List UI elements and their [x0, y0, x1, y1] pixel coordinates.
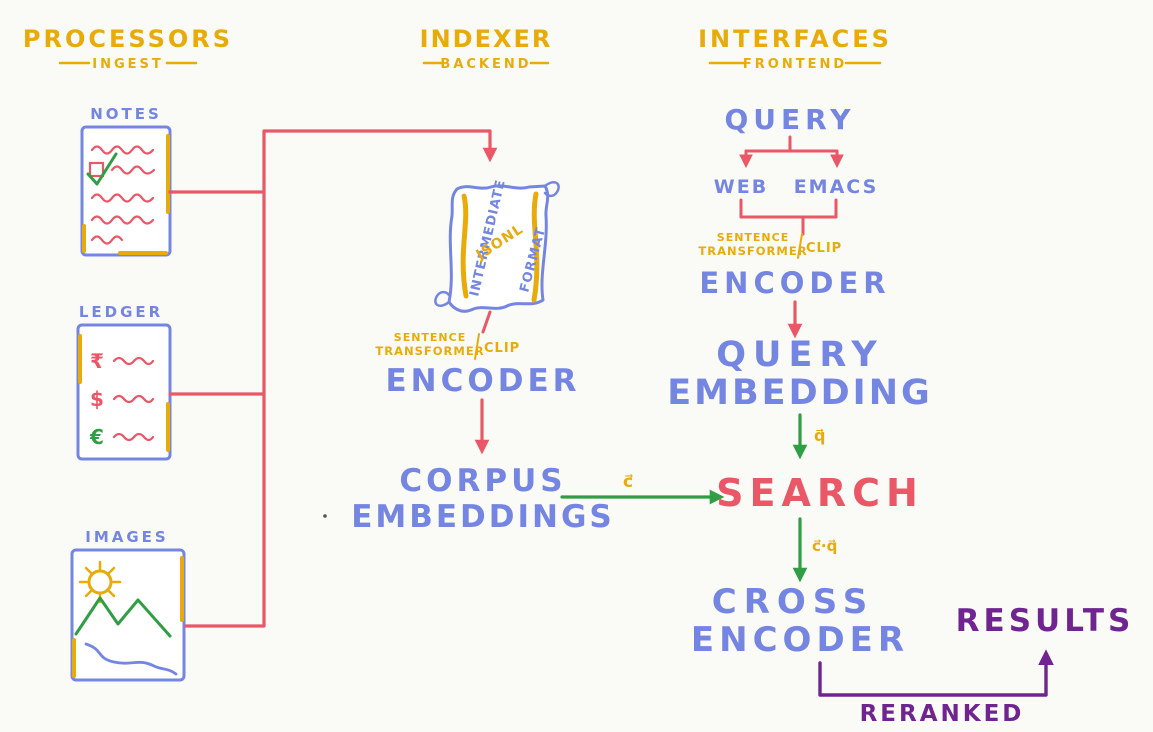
ledger-scribble-line	[112, 432, 155, 442]
jsonl-scroll: INTERMEDIATE JSONL FORMAT	[434, 178, 560, 313]
rupee-icon: ₹	[90, 349, 104, 373]
scroll-yellow-band-left	[460, 193, 469, 299]
ledger-scribble-line	[112, 356, 155, 366]
indexer-subtitle: BACKEND	[440, 57, 531, 72]
note-scribble-line	[90, 235, 124, 245]
interfaces-model-clip: CLIP	[806, 241, 842, 256]
note-scribble-line	[90, 193, 155, 203]
interfaces-pipeline: QUERY WEB EMACS SENTENCE TRANSFORMER CLI…	[667, 103, 1135, 727]
cross-encoder-line2: ENCODER	[691, 620, 909, 660]
indexer-model-sentence: SENTENCE	[394, 331, 466, 344]
ledger-label: LEDGER	[79, 303, 163, 321]
scroll-yellow-band-right	[531, 191, 540, 303]
corpus-label-line2: EMBEDDINGS	[351, 499, 615, 535]
indexer-model-clip: CLIP	[484, 341, 520, 356]
dot-product-label: c⃗·q⃗	[812, 537, 837, 555]
ledger-page	[76, 323, 172, 461]
images-label: IMAGES	[85, 528, 168, 546]
dollar-icon: $	[90, 387, 104, 411]
ledger-document: LEDGER ₹ $ €	[76, 303, 172, 461]
interfaces-model-sentence: SENTENCE	[717, 231, 789, 244]
indexer-model-separator	[474, 333, 480, 360]
search-label: SEARCH	[716, 471, 924, 515]
scroll-curl-top	[543, 181, 560, 198]
mountains-icon	[74, 596, 172, 638]
sun-rays	[78, 560, 122, 604]
results-label: RESULTS	[956, 603, 1135, 639]
images-document: IMAGES	[70, 528, 186, 682]
corpus-vector-label: c⃗	[623, 472, 633, 492]
note-scribble-line	[110, 165, 156, 175]
notes-label: NOTES	[90, 105, 162, 123]
notes-document: NOTES	[80, 105, 172, 257]
interfaces-header: INTERFACES FRONTEND	[698, 25, 892, 72]
emacs-label: EMACS	[794, 176, 879, 198]
reranked-connector	[818, 649, 1054, 697]
query-embedding-line1: QUERY	[716, 335, 883, 375]
scroll-to-encoder-line	[481, 310, 492, 334]
note-scribble-line	[90, 215, 155, 225]
web-label: WEB	[714, 176, 768, 198]
corpus-label-line1: CORPUS	[399, 463, 566, 499]
interfaces-model-separator	[797, 233, 803, 259]
note-scribble-line	[90, 145, 155, 155]
indexer-encoder-label: ENCODER	[385, 363, 580, 399]
interfaces-encoder-label: ENCODER	[699, 266, 890, 300]
interfaces-subtitle: FRONTEND	[743, 57, 847, 72]
river-icon	[84, 642, 178, 676]
indexer-pipeline: SENTENCE TRANSFORMER CLIP ENCODER CORPUS…	[323, 310, 725, 535]
processors-subtitle: INGEST	[92, 57, 164, 72]
query-embedding-line2: EMBEDDING	[667, 373, 932, 413]
query-vector-label: q⃗	[814, 426, 825, 445]
euro-icon: €	[89, 425, 104, 449]
cross-encoder-line1: CROSS	[712, 582, 874, 622]
indexer-title: INDEXER	[420, 25, 553, 53]
scroll-curl-bottom	[434, 290, 451, 307]
ledger-scribble-line	[112, 394, 155, 404]
checkmark-icon	[86, 152, 118, 186]
interfaces-title: INTERFACES	[698, 25, 892, 53]
processors-title: PROCESSORS	[23, 25, 233, 53]
query-label: QUERY	[725, 103, 856, 136]
reranked-label: RERANKED	[860, 701, 1025, 727]
indexer-model-transformer: TRANSFORMER	[375, 344, 484, 358]
indexer-header: INDEXER BACKEND	[420, 25, 553, 72]
interfaces-model-transformer: TRANSFORMER	[698, 244, 807, 258]
processors-header: PROCESSORS INGEST	[23, 25, 233, 72]
ingest-connectors	[168, 129, 498, 628]
images-to-indexer-connector	[184, 129, 498, 628]
scroll-body	[447, 184, 550, 313]
stray-dot	[323, 514, 327, 518]
note-checkbox	[88, 161, 105, 178]
sun-icon	[87, 569, 113, 595]
